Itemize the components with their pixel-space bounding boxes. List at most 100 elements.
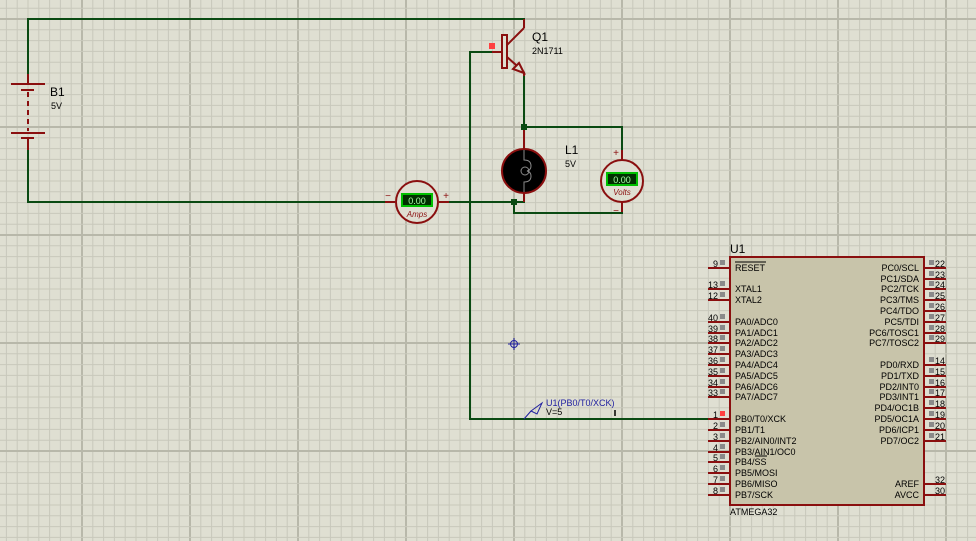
pin-number: 25	[935, 291, 945, 301]
mcu-pin-27[interactable]: 27 PC5/TDI	[884, 313, 946, 327]
pin-name: PC1/SDA	[880, 274, 919, 284]
pin-marker	[720, 346, 725, 351]
pin-marker	[929, 411, 934, 416]
pin-number: 28	[935, 324, 945, 334]
pin-number: 38	[708, 334, 718, 344]
probe-label: U1(PB0/T0/XCK)	[546, 398, 615, 408]
pin-name: PD7/OC2	[880, 436, 919, 446]
wire-base-to-mcu[interactable]	[469, 51, 708, 420]
pin-number: 26	[935, 302, 945, 312]
pin-number: 16	[935, 378, 945, 388]
wires	[27, 18, 708, 420]
pin-marker	[720, 292, 725, 297]
ammeter-pos-terminal: +	[443, 191, 449, 202]
mcu-pin-3[interactable]: 3 PB2/AIN0/INT2	[708, 432, 797, 446]
pin-number: 20	[935, 421, 945, 431]
pin-number: 22	[935, 259, 945, 269]
transistor-q1[interactable]	[492, 19, 527, 76]
pin-name: PB7/SCK	[735, 490, 773, 500]
voltmeter[interactable]: 0.00 Volts + −	[600, 148, 644, 217]
pin-marker	[929, 292, 934, 297]
junction-dot	[511, 199, 517, 205]
pin-name: PB2/AIN0/INT2	[735, 436, 797, 446]
battery-b1[interactable]	[11, 74, 45, 150]
pin-name: RESET	[735, 263, 766, 273]
mcu-body[interactable]	[729, 256, 925, 506]
pin-number: 3	[713, 432, 718, 442]
pin-number: 19	[935, 410, 945, 420]
pin-number: 8	[713, 486, 718, 496]
mcu-part: ATMEGA32	[730, 507, 777, 517]
transistor-part: 2N1711	[532, 46, 563, 56]
pin-number: 27	[935, 313, 945, 323]
pin-number: 37	[708, 345, 718, 355]
wire-battery-bottom[interactable]	[27, 138, 385, 203]
pin-marker	[720, 368, 725, 373]
mcu-pin-8[interactable]: 8 PB7/SCK	[708, 486, 773, 500]
ammeter[interactable]: 0.00 Amps − +	[385, 180, 449, 224]
pin-marker	[929, 379, 934, 384]
mcu-pin-2[interactable]: 2 PB1/T1	[708, 421, 765, 435]
motor-l1[interactable]	[501, 130, 547, 202]
pin-name: PD2/INT0	[879, 382, 919, 392]
pin-number: 30	[935, 486, 945, 496]
mcu-pin-28[interactable]: 28 PC6/TOSC1	[869, 324, 946, 338]
pin-name: PC5/TDI	[884, 317, 919, 327]
pin-name: PC6/TOSC1	[869, 328, 919, 338]
voltmeter-display	[606, 172, 638, 186]
voltmeter-reading: 0.00	[613, 175, 631, 185]
motor-value: 5V	[565, 159, 576, 169]
pin-marker	[720, 335, 725, 340]
pin-name: PB1/T1	[735, 425, 765, 435]
probe-value: V=5	[546, 407, 562, 417]
pin-name: PB0/T0/XCK	[735, 414, 786, 424]
pin-name: AREF	[895, 479, 920, 489]
pin-marker	[720, 422, 725, 427]
pin-number: 39	[708, 324, 718, 334]
pin-name: PA2/ADC2	[735, 338, 778, 348]
voltmeter-pos-terminal: +	[613, 148, 619, 159]
voltage-probe[interactable]: U1(PB0/T0/XCK) V=5	[523, 398, 616, 420]
pin-marker	[720, 454, 725, 459]
pin-marker	[929, 389, 934, 394]
pin-number: 33	[708, 388, 718, 398]
mcu-pin-38[interactable]: 38 PA2/ADC2	[708, 334, 778, 348]
mcu-pin-16[interactable]: 16 PD2/INT0	[879, 378, 946, 392]
pin-name: PB6/MISO	[735, 479, 778, 489]
mcu-right-pins: 22PC0/SCL23PC1/SDA24PC2/TCK25PC3/TMS26PC…	[869, 259, 946, 500]
pin-number: 2	[713, 421, 718, 431]
wire-motor-to-voltmeter-top[interactable]	[524, 126, 623, 158]
